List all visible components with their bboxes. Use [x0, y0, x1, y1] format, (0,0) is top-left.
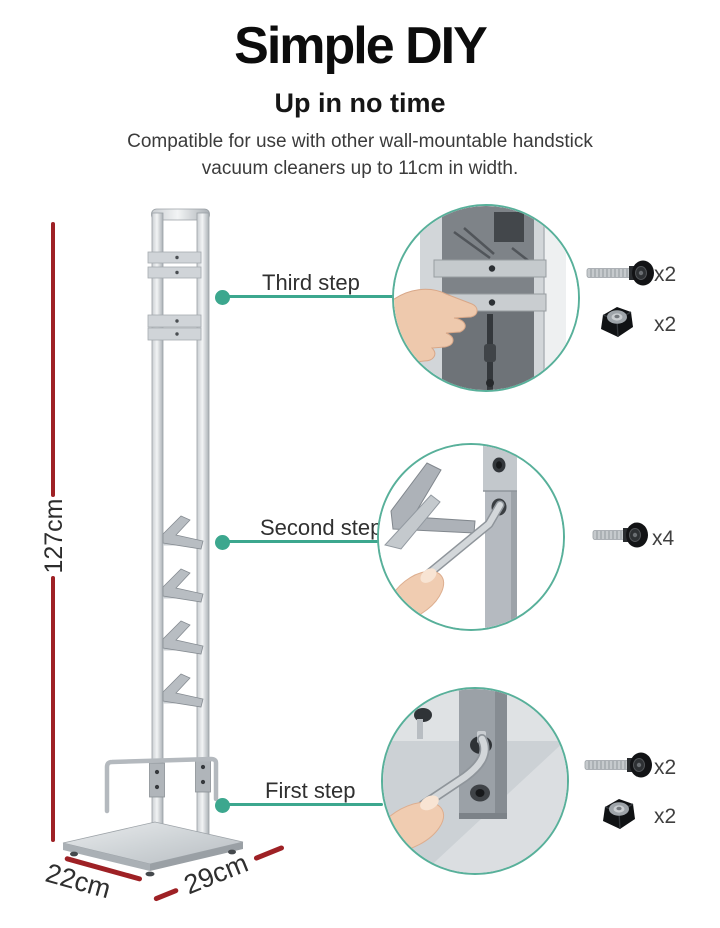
hex-nut-icon: [603, 799, 635, 830]
step-label-second: Second step: [260, 515, 383, 540]
photo-hex-key-tightening-hook-rail: [379, 445, 563, 629]
height-dimension-line-upper: [51, 222, 55, 497]
photo-attaching-top-brackets: [394, 206, 578, 390]
vacuum-stand-illustration: [62, 208, 244, 877]
photo-hex-key-fastening-base: [383, 689, 567, 873]
step-photo-third: [392, 204, 580, 392]
step-photo-first: [381, 687, 569, 875]
dimension-dash: [153, 887, 180, 902]
quantity-label: x2: [654, 263, 677, 286]
callout-line: [227, 540, 380, 543]
page-title: Simple DIY: [234, 17, 488, 75]
height-dimension-label: 127cm: [40, 498, 68, 574]
step-label-third: Third step: [262, 270, 360, 295]
step-photo-second: [377, 443, 565, 631]
compatibility-note: Compatible for use with other wall-mount…: [127, 131, 593, 179]
dimension-dash: [253, 844, 285, 862]
callout-line: [227, 295, 395, 298]
quantity-label: x4: [652, 527, 675, 550]
page-subtitle: Up in no time: [274, 88, 446, 118]
callout-line: [227, 803, 383, 806]
screw-icon: [586, 260, 654, 286]
callout-dot: [215, 798, 230, 813]
quantity-label: x2: [654, 756, 677, 779]
callout-dot: [215, 290, 230, 305]
quantity-label: x2: [654, 313, 677, 336]
screw-icon: [592, 522, 648, 548]
quantity-label: x2: [654, 805, 677, 828]
hex-nut-icon: [601, 307, 633, 338]
screw-icon: [584, 752, 652, 778]
height-dimension-line-lower: [51, 576, 55, 842]
callout-dot: [215, 535, 230, 550]
step-label-first: First step: [265, 778, 356, 803]
